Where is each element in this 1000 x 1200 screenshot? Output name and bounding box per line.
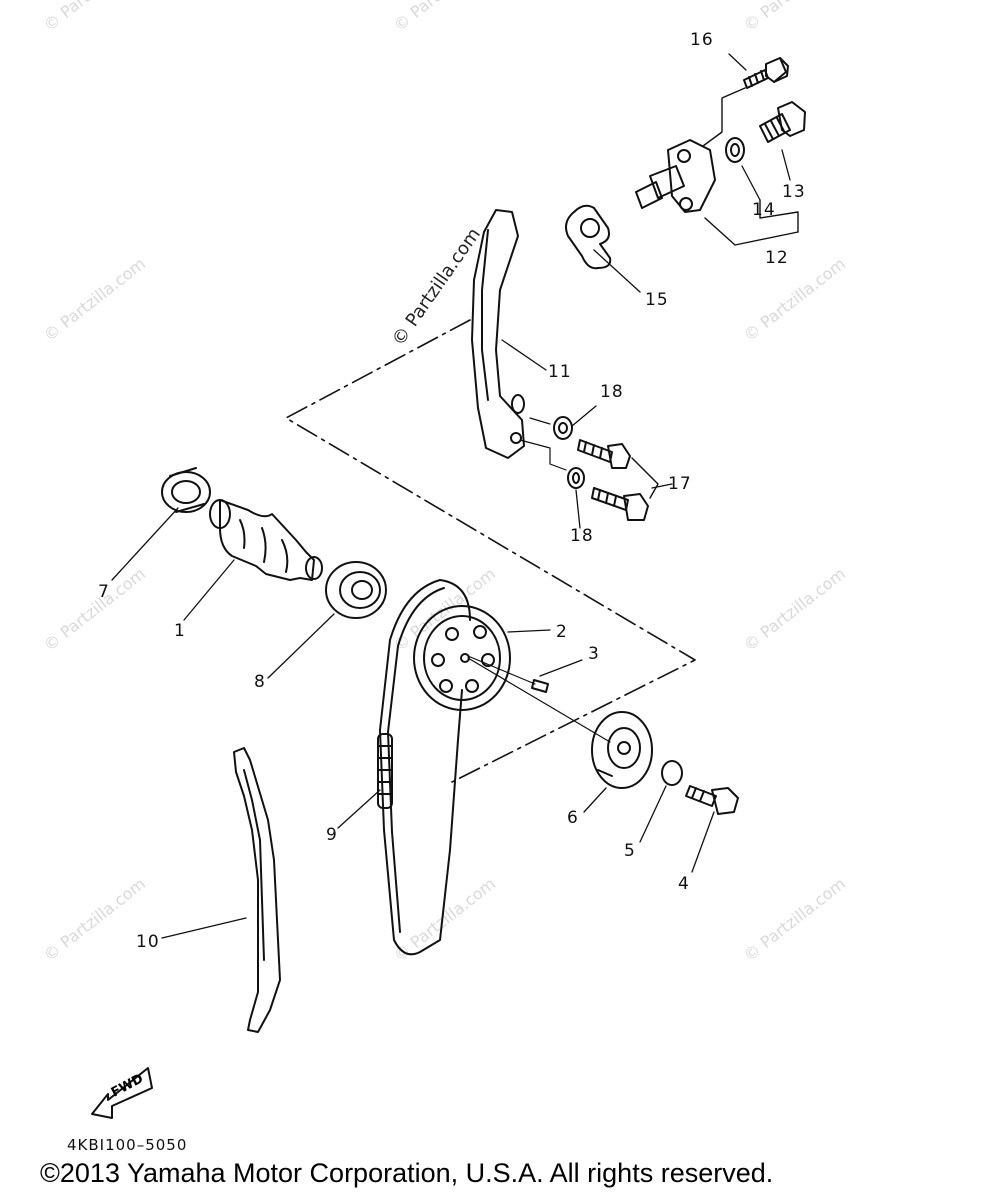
callout-10: 10 xyxy=(136,932,160,952)
callout-2: 2 xyxy=(556,622,568,642)
callout-3: 3 xyxy=(588,644,600,664)
bearing-7 xyxy=(161,467,211,513)
bolt-4 xyxy=(685,785,739,815)
leader-line xyxy=(702,87,746,147)
callout-18-lower: 18 xyxy=(570,526,594,546)
bolt-17 xyxy=(591,487,649,521)
plug-13 xyxy=(759,101,806,143)
washer-5 xyxy=(661,760,683,786)
callout-13: 13 xyxy=(782,182,806,202)
leader-line xyxy=(111,53,791,939)
callout-1: 1 xyxy=(174,621,186,641)
callout-9: 9 xyxy=(326,825,338,845)
decompressor-6 xyxy=(591,711,653,789)
callout-16: 16 xyxy=(690,30,714,50)
gasket-15 xyxy=(565,204,612,270)
fwd-label: FWD xyxy=(109,1071,146,1100)
copyright-notice: ©2013 Yamaha Motor Corporation, U.S.A. A… xyxy=(40,1158,774,1188)
callout-7: 7 xyxy=(98,582,110,602)
reference-line xyxy=(285,319,696,783)
sprocket-2 xyxy=(413,605,511,711)
callout-15: 15 xyxy=(645,290,669,310)
tensioner-12 xyxy=(635,139,716,213)
bolt-17 xyxy=(577,439,631,469)
callout-11: 11 xyxy=(548,362,572,382)
washer-14 xyxy=(725,137,745,163)
bolt-16 xyxy=(743,57,789,89)
callout-4: 4 xyxy=(678,874,690,894)
callout-6: 6 xyxy=(567,808,579,828)
diagram-part-code: 4KBI100–5050 xyxy=(67,1136,188,1154)
fwd-arrow-icon xyxy=(91,1067,153,1119)
camshaft-1 xyxy=(209,499,323,581)
cam-chain-9 xyxy=(377,579,471,956)
callout-18-upper: 18 xyxy=(600,382,624,402)
callout-17: 17 xyxy=(668,474,692,494)
bearing-8 xyxy=(325,561,387,619)
callout-5: 5 xyxy=(624,841,636,861)
chain-guide-10 xyxy=(233,747,281,1033)
washer-18 xyxy=(567,467,585,489)
washer-18 xyxy=(553,416,573,440)
callout-8: 8 xyxy=(254,672,266,692)
dowel-pin-3 xyxy=(531,679,549,693)
chain-guide-11 xyxy=(471,209,525,459)
callout-14: 14 xyxy=(752,200,776,220)
callout-12: 12 xyxy=(765,248,789,268)
